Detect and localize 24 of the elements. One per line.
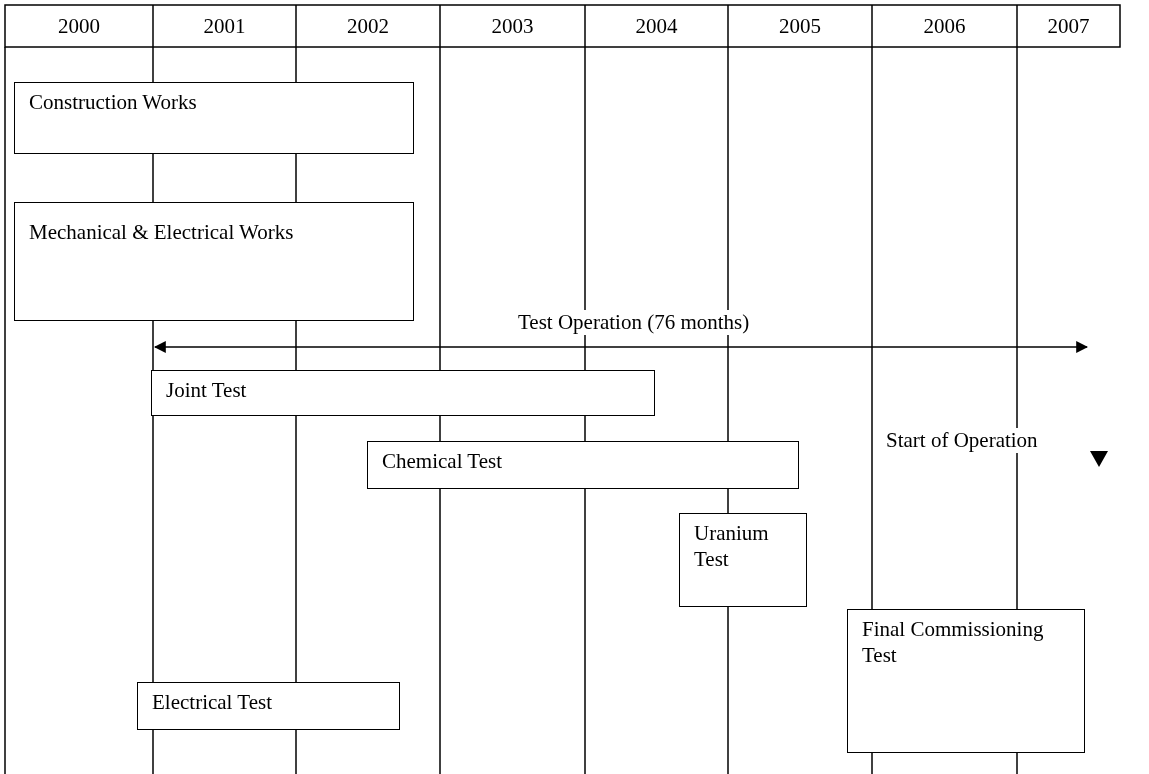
task-label: Mechanical & Electrical Works [29,219,295,246]
year-label: 2000 [58,13,100,39]
task-label: Final Commissioning Test [862,616,1045,669]
task-bar [14,202,414,321]
task-label: Chemical Test [382,448,504,475]
task-bar [151,370,655,416]
task-bar [14,82,414,154]
year-label: 2007 [1047,13,1090,39]
task-label: Construction Works [29,89,198,116]
milestone-label: Start of Operation [886,428,1038,454]
task-bar [137,682,400,730]
year-label: 2005 [779,13,821,39]
year-label: 2003 [491,13,534,39]
year-label: 2001 [203,13,246,39]
year-label: 2002 [347,13,389,39]
task-label: Joint Test [166,377,248,404]
task-bar [367,441,799,489]
task-label: Electrical Test [152,689,273,716]
year-label: 2006 [923,13,966,39]
duration-label: Test Operation (76 months) [518,310,750,336]
task-bar [679,513,807,607]
task-bar [847,609,1085,753]
year-label: 2004 [635,13,678,39]
task-label: Uranium Test [694,520,770,573]
